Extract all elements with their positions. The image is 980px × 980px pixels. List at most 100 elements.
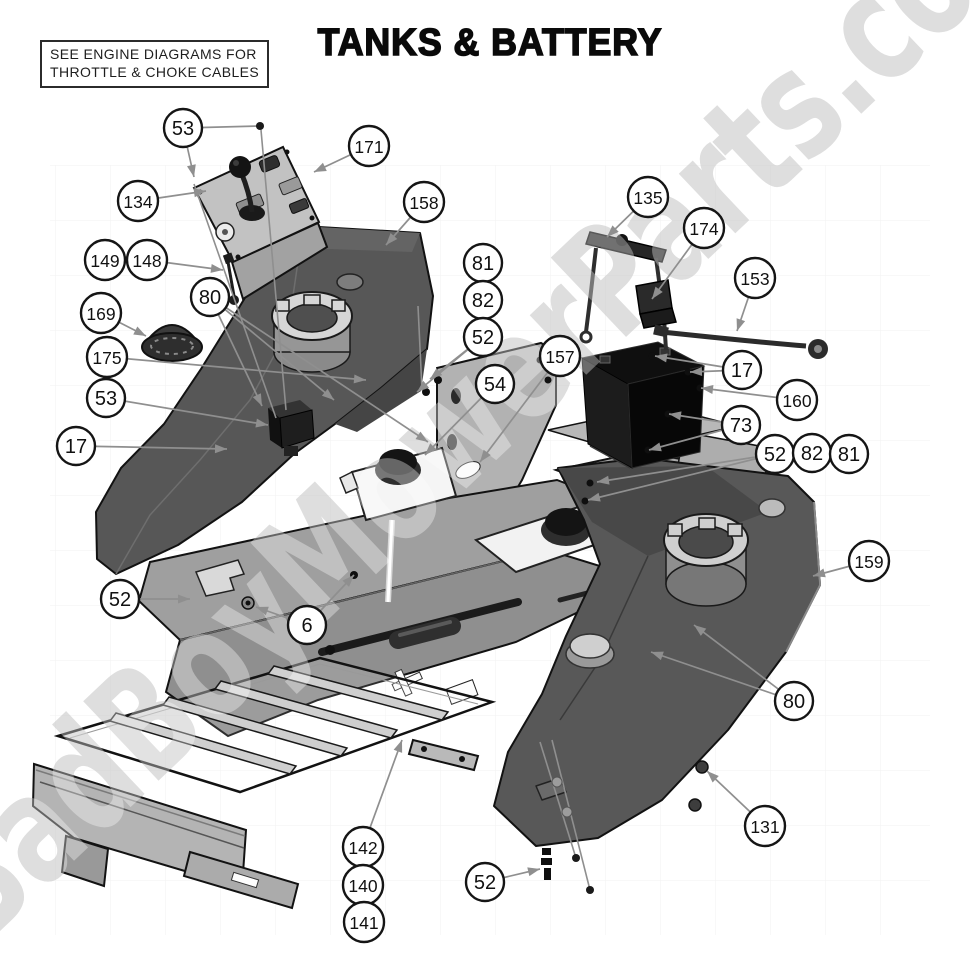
callout-148: 148 (125, 238, 169, 282)
tank-vent (336, 273, 364, 291)
callout-number: 175 (92, 348, 121, 368)
callout-160: 160 (775, 378, 819, 422)
callout-52: 52 (462, 316, 504, 358)
callout-52: 52 (464, 861, 506, 903)
leader-arrowhead (669, 411, 682, 421)
leader-arrowhead (607, 225, 619, 237)
callout-number: 135 (633, 188, 662, 208)
floor-pan (53, 656, 497, 794)
callout-81: 81 (462, 242, 504, 284)
leader-arrowhead (651, 651, 664, 661)
leader-arrowhead (214, 444, 227, 454)
bottle-cap (545, 508, 587, 536)
callout-171: 171 (347, 124, 391, 168)
engine-note-box: SEE ENGINE DIAGRAMS FOR THROTTLE & CHOKE… (40, 40, 270, 88)
callout-number: 17 (65, 436, 87, 458)
callout-number: 153 (740, 269, 769, 289)
control-panel (192, 145, 329, 301)
callout-number: 159 (854, 552, 883, 572)
leader-arrowhead (415, 431, 428, 442)
front-frame-rail (31, 738, 480, 910)
callout-number: 134 (123, 192, 152, 212)
callout-159: 159 (847, 539, 891, 583)
fastener-dot (586, 886, 594, 894)
callout-17: 17 (721, 349, 763, 391)
callout-number: 17 (731, 360, 753, 382)
frame-foot (60, 834, 110, 888)
callout-number: 52 (474, 872, 496, 894)
callout-135: 135 (626, 175, 670, 219)
leader-arrowhead (707, 771, 719, 783)
panel-switch (288, 198, 310, 214)
callout-number: 174 (689, 219, 718, 239)
callout-82: 82 (791, 432, 833, 474)
leader-arrowhead (342, 575, 354, 587)
callout-80: 80 (773, 680, 815, 722)
callout-circle (775, 378, 819, 422)
leader-line (596, 453, 776, 483)
callout-number: 81 (472, 253, 494, 275)
callout-circle (682, 206, 726, 250)
callout-52: 52 (99, 578, 141, 620)
leader-arrowhead (133, 326, 146, 336)
callout-82: 82 (462, 279, 504, 321)
leader-arrowhead (386, 233, 398, 245)
callout-circle (626, 175, 670, 219)
leader-line (479, 355, 561, 463)
callout-circle (286, 604, 328, 646)
leader-arrowhead (813, 568, 826, 578)
callout-circle (828, 433, 870, 475)
callout-circle (464, 861, 506, 903)
leader-arrowhead (588, 492, 601, 502)
callout-number: 157 (545, 347, 574, 367)
leader-arrowhead (694, 625, 707, 636)
right-tank-filler-neck (663, 513, 749, 607)
callout-number: 148 (132, 251, 161, 271)
leader-arrowhead (210, 263, 223, 273)
callout-157: 157 (538, 334, 582, 378)
callout-174: 174 (682, 206, 726, 250)
leader-line (693, 624, 795, 702)
callout-52: 52 (754, 433, 796, 475)
callout-number: 6 (301, 615, 312, 637)
callout-number: 81 (838, 444, 860, 466)
callout-number: 73 (730, 415, 752, 437)
callout-53: 53 (85, 377, 127, 419)
leader-arrowhead (255, 418, 268, 428)
callout-circle (733, 256, 777, 300)
callout-number: 131 (750, 817, 779, 837)
callout-circle (847, 539, 891, 583)
leader-arrowhead (597, 475, 610, 485)
leader-arrowhead (314, 162, 327, 172)
callout-number: 52 (764, 444, 786, 466)
callout-circle (189, 276, 231, 318)
callout-175: 175 (85, 335, 129, 379)
callout-number: 54 (484, 374, 506, 396)
leader-arrowhead (252, 393, 262, 406)
callout-73: 73 (720, 404, 762, 446)
floor-slat (108, 712, 298, 775)
ignition-switch (268, 400, 315, 456)
leader-line (106, 356, 367, 381)
leader-arrowhead (701, 385, 714, 394)
callout-153: 153 (733, 256, 777, 300)
panel-slot (278, 176, 303, 196)
callout-circle (85, 377, 127, 419)
frame-bracket (194, 559, 246, 597)
callout-number: 158 (409, 193, 438, 213)
battery (580, 341, 706, 469)
leader-arrowhead (736, 318, 746, 331)
callout-158: 158 (402, 180, 446, 224)
callout-134: 134 (116, 179, 160, 223)
callout-149: 149 (83, 238, 127, 282)
callout-circle (402, 180, 446, 224)
leader-line (209, 296, 429, 443)
leader-arrowhead (321, 388, 334, 400)
leader-arrowhead (649, 442, 662, 452)
battery-terminal (599, 355, 611, 364)
fasteners (350, 352, 709, 880)
callout-140: 140 (341, 863, 385, 907)
callout-number: 82 (472, 290, 494, 312)
callout-number: 53 (172, 118, 194, 140)
leader-arrowhead (652, 286, 663, 299)
